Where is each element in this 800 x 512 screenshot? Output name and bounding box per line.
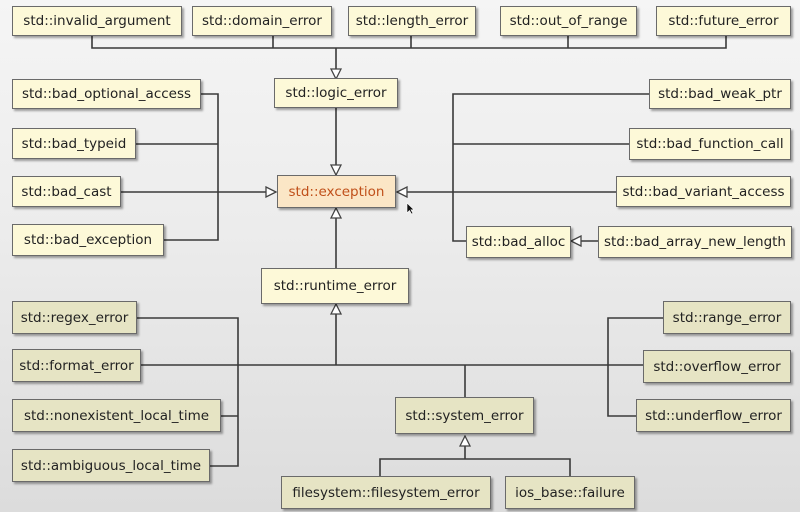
ios-failure-box: ios_base::failure <box>505 476 635 509</box>
underflow-error-box: std::underflow_error <box>636 399 791 432</box>
out-of-range-box: std::out_of_range <box>500 6 637 36</box>
future-error-box: std::future_error <box>656 6 791 36</box>
ambiguous-local-time-box: std::ambiguous_local_time <box>12 449 210 482</box>
invalid-argument-box: std::invalid_argument <box>12 6 182 36</box>
bad-exception-box: std::bad_exception <box>12 224 164 256</box>
length-error-box: std::length_error <box>348 6 476 36</box>
logic-error-box: std::logic_error <box>274 78 398 108</box>
bad-alloc-box: std::bad_alloc <box>466 226 571 258</box>
format-error-box: std::format_error <box>12 349 141 382</box>
bad-array-new-length-box: std::bad_array_new_length <box>598 226 792 258</box>
range-error-box: std::range_error <box>663 301 791 334</box>
bad-optional-access-box: std::bad_optional_access <box>12 79 201 109</box>
filesystem-error-box: filesystem::filesystem_error <box>281 476 491 509</box>
bad-weak-ptr-box: std::bad_weak_ptr <box>649 79 791 109</box>
domain-error-box: std::domain_error <box>192 6 332 36</box>
runtime-error-box: std::runtime_error <box>261 268 409 304</box>
exception-box: std::exception <box>277 175 396 208</box>
regex-error-box: std::regex_error <box>12 301 137 334</box>
bad-variant-access-box: std::bad_variant_access <box>616 176 791 207</box>
mouse-cursor-icon <box>406 202 415 215</box>
system-error-box: std::system_error <box>395 397 534 434</box>
bad-cast-box: std::bad_cast <box>12 176 121 207</box>
overflow-error-box: std::overflow_error <box>643 350 791 383</box>
bad-typeid-box: std::bad_typeid <box>12 128 136 159</box>
nonexistent-local-time-box: std::nonexistent_local_time <box>12 399 221 432</box>
bad-function-call-box: std::bad_function_call <box>629 128 791 160</box>
